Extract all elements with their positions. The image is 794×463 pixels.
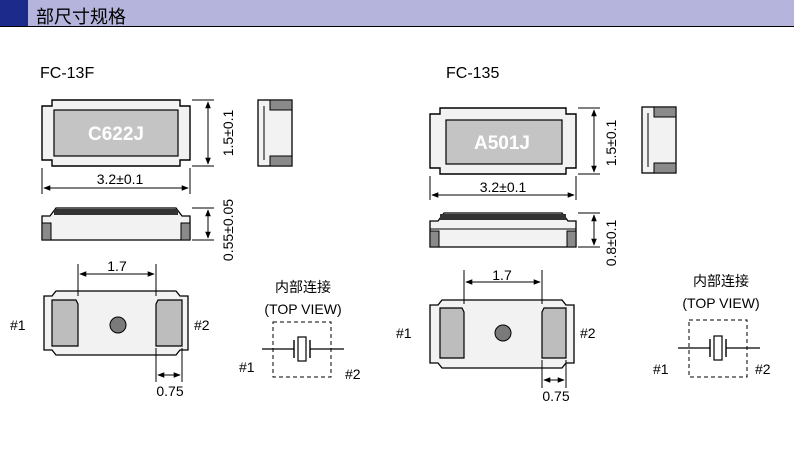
fc13f-conn-view: (TOP VIEW)	[264, 301, 341, 317]
fc135-conn-pin2: #2	[755, 361, 771, 377]
fc13f-pad-1	[51, 299, 79, 347]
fc13f-pad-spacing-label: 1.7	[107, 258, 127, 274]
fc13f-crystal-symbol	[297, 336, 307, 362]
fc135-end-view	[429, 212, 577, 248]
fc13f-width-label: 3.2±0.1	[97, 171, 144, 187]
fc13f-conn-pin1: #1	[239, 359, 255, 375]
fc13f-marking-area	[53, 109, 179, 157]
fc135-pad-width-label: 0.75	[542, 388, 569, 404]
fc135-marking-label: A501J	[474, 133, 530, 154]
fc13f-conn-title: 内部连接	[275, 279, 331, 296]
fc135-conn-title: 内部连接	[693, 273, 749, 290]
fc135-pad-2	[541, 307, 567, 359]
fc13f-package: FC-13F C622J 1.5±0.1 3.2±0.1	[10, 65, 361, 399]
fc135-marking-area	[445, 119, 563, 165]
fc135-thickness-label: 0.8±0.1	[603, 219, 619, 266]
fc135-pad-spacing-label: 1.7	[492, 267, 512, 283]
fc13f-center-dot	[109, 316, 127, 334]
fc135-conn-view: (TOP VIEW)	[682, 295, 759, 311]
fc13f-internal-connection: 内部连接 (TOP VIEW) #1 #2	[239, 279, 361, 382]
fc135-height-label: 1.5±0.1	[603, 119, 619, 166]
fc135-pin1-label: #1	[396, 325, 412, 341]
fc135-conn-pin1: #1	[653, 361, 669, 377]
fc13f-side-view	[257, 99, 293, 167]
fc13f-height-label: 1.5±0.1	[220, 109, 236, 156]
fc135-pin2-label: #2	[580, 325, 596, 341]
fc13f-marking-label: C622J	[88, 124, 144, 145]
fc13f-thickness-label: 0.55±0.05	[220, 199, 236, 261]
section-header: 部尺寸规格	[0, 0, 794, 28]
fc135-pad-1	[439, 307, 465, 359]
fc13f-title: FC-13F	[40, 65, 94, 82]
fc135-package: FC-135 A501J 1.5±0.1 3.2±0.1	[396, 65, 771, 404]
fc13f-pad-width-label: 0.75	[156, 383, 183, 399]
fc135-side-view	[641, 106, 677, 174]
fc13f-pad-2	[155, 299, 183, 347]
fc135-title: FC-135	[446, 65, 499, 82]
fc135-internal-connection: 内部连接 (TOP VIEW) #1 #2	[653, 273, 771, 378]
header-marker	[0, 0, 28, 26]
fc13f-pin1-label: #1	[10, 317, 26, 333]
fc13f-pin2-label: #2	[194, 317, 210, 333]
fc13f-conn-pin2: #2	[345, 366, 361, 382]
fc135-width-label: 3.2±0.1	[480, 179, 527, 195]
fc135-center-dot	[494, 324, 512, 342]
fc13f-end-view	[41, 207, 191, 241]
section-title: 部尺寸规格	[36, 7, 126, 28]
fc135-crystal-symbol	[713, 335, 723, 361]
